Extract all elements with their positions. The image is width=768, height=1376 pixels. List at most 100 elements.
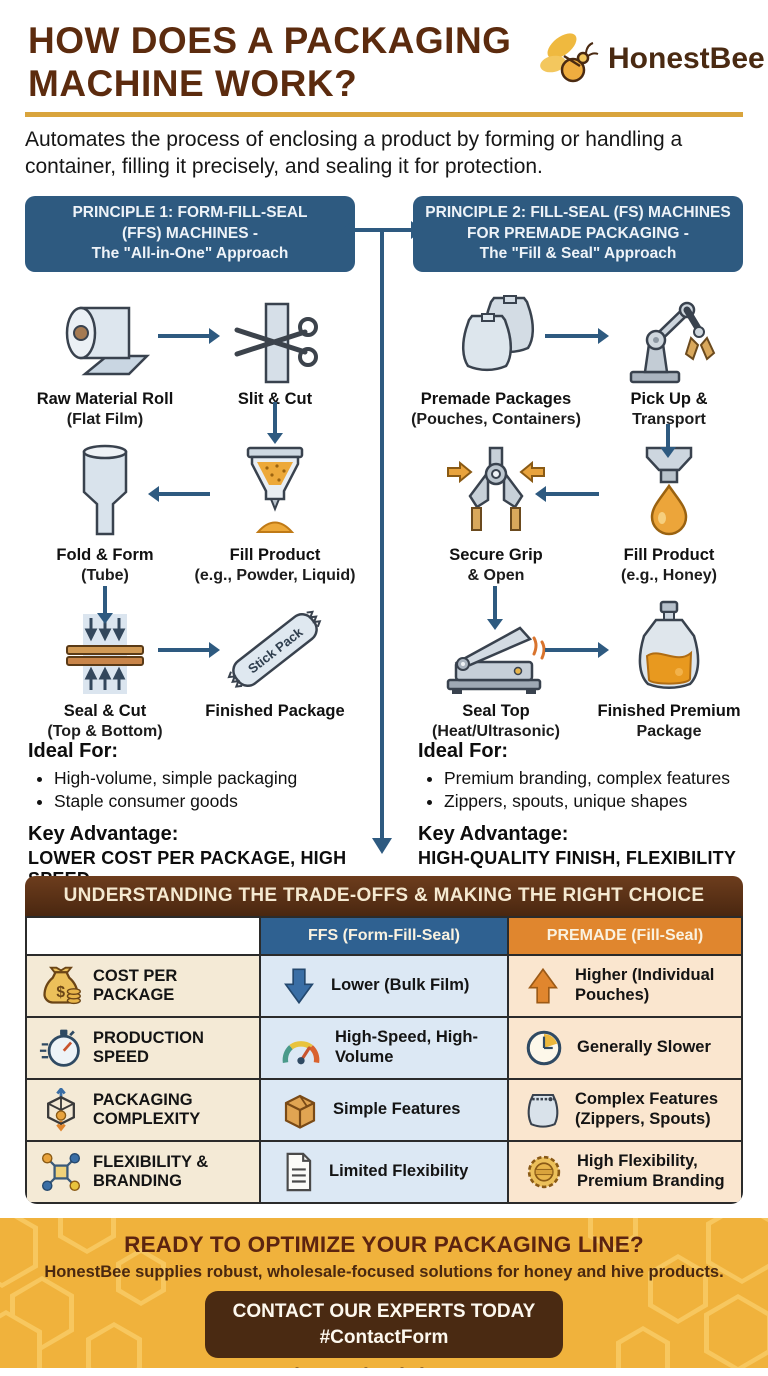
- flow-step-raw-material: Raw Material Roll (Flat Film): [20, 292, 190, 429]
- footer-content: READY TO OPTIMIZE YOUR PACKAGING LINE? H…: [0, 1218, 768, 1368]
- arrow-left-icon: [535, 486, 599, 502]
- arrow-right-icon: [545, 642, 609, 658]
- table-cell-complexity-premade: Complex Features (Zippers, Spouts): [509, 1080, 741, 1140]
- list-item: Premium branding, complex features: [444, 767, 768, 790]
- table-title: UNDERSTANDING THE TRADE-OFFS & MAKING TH…: [25, 876, 743, 916]
- gold-divider: [25, 112, 743, 117]
- flow-step-finished-premium: Finished Premium Package: [580, 600, 758, 741]
- flow-step-premade-packages: Premade Packages (Pouches, Containers): [407, 292, 585, 429]
- flow-step-fold-form: Fold & Form (Tube): [20, 444, 190, 585]
- principle-2-line1: PRINCIPLE 2: FILL-SEAL (FS) MACHINES: [425, 204, 731, 222]
- table-corner-cell: [27, 918, 259, 954]
- ideal-for-list: Premium branding, complex features Zippe…: [422, 767, 768, 813]
- principle-1-line1: PRINCIPLE 1: FORM-FILL-SEAL: [72, 204, 308, 222]
- table-row-label-speed: PRODUCTION SPEED: [27, 1018, 259, 1078]
- website-link[interactable]: honestbeeltd.com: [0, 1365, 768, 1368]
- scissors-icon: [190, 292, 360, 386]
- table-col-header-premade: PREMADE (Fill-Seal): [509, 918, 741, 954]
- brand-name: HonestBee: [608, 42, 765, 75]
- arrow-left-icon: [148, 486, 210, 502]
- film-roll-icon: [20, 292, 190, 386]
- honey-nozzle-icon: [580, 446, 758, 542]
- bee-icon: [540, 30, 604, 88]
- principle-1-line3: The "All-in-One" Approach: [91, 245, 289, 263]
- comparison-table: UNDERSTANDING THE TRADE-OFFS & MAKING TH…: [25, 876, 743, 1204]
- badge-icon: [523, 1151, 565, 1193]
- ideal-for-list: High-volume, simple packaging Staple con…: [32, 767, 380, 813]
- center-divider-arrowhead: [372, 838, 392, 854]
- footer-banner: READY TO OPTIMIZE YOUR PACKAGING LINE? H…: [0, 1218, 768, 1368]
- table-cell-complexity-ffs: Simple Features: [261, 1080, 507, 1140]
- brand-logo: HonestBee: [540, 30, 765, 88]
- page-title-line2: MACHINE WORK?: [28, 62, 358, 104]
- principle-2-line3: The "Fill & Seal" Approach: [479, 245, 677, 263]
- gripper-icon: [407, 446, 585, 542]
- arrow-right-icon: [158, 642, 220, 658]
- contact-button[interactable]: CONTACT OUR EXPERTS TODAY #ContactForm: [204, 1291, 564, 1359]
- fold-form-tube-icon: [20, 444, 190, 542]
- key-advantage-heading: Key Advantage:: [418, 823, 569, 846]
- stopwatch-icon: [39, 1026, 83, 1070]
- arrow-right-icon: [158, 328, 220, 344]
- table-cell-flexibility-ffs: Limited Flexibility: [261, 1142, 507, 1202]
- cardboard-box-icon: [279, 1089, 321, 1131]
- flow-step-pick-up-transport: Pick Up & Transport: [580, 292, 758, 429]
- intro-text: Automates the process of enclosing a pro…: [25, 128, 683, 178]
- table-cell-speed-premade: Generally Slower: [509, 1018, 741, 1078]
- arrow-down-icon: [660, 424, 676, 458]
- ideal-for-heading: Ideal For:: [418, 740, 509, 762]
- arrow-down-icon: [267, 402, 283, 444]
- branding-network-icon: [39, 1150, 83, 1194]
- table-row-label-cost: $ COST PER PACKAGE: [27, 956, 259, 1016]
- table-row-label-flexibility: FLEXIBILITY & BRANDING: [27, 1142, 259, 1202]
- flow-step-finished-package: Stick Pack Finished Package: [190, 604, 360, 722]
- complexity-cube-icon: [39, 1088, 83, 1132]
- table-col-header-ffs: FFS (Form-Fill-Seal): [261, 918, 507, 954]
- arrow-down-icon: [487, 586, 503, 630]
- principle-1-box: PRINCIPLE 1: FORM-FILL-SEAL (FFS) MACHIN…: [25, 196, 355, 272]
- list-item: High-volume, simple packaging: [54, 767, 380, 790]
- page-title-line1: HOW DOES A PACKAGING: [28, 20, 512, 61]
- up-arrow-icon: [523, 964, 563, 1008]
- principle-2-box: PRINCIPLE 2: FILL-SEAL (FS) MACHINES FOR…: [413, 196, 743, 272]
- ideal-for-left: Ideal For: High-volume, simple packaging…: [28, 740, 380, 890]
- contact-button-line1: CONTACT OUR EXPERTS TODAY: [232, 1301, 536, 1322]
- speedometer-icon: [279, 1028, 323, 1068]
- robot-arm-icon: [580, 292, 758, 386]
- table-cell-cost-ffs: Lower (Bulk Film): [261, 956, 507, 1016]
- premium-pouch-icon: [580, 600, 758, 698]
- svg-text:$: $: [56, 984, 65, 1001]
- table-grid: FFS (Form-Fill-Seal) PREMADE (Fill-Seal)…: [25, 916, 743, 1204]
- contact-button-line2: #ContactForm: [319, 1326, 449, 1348]
- clock-icon: [523, 1027, 565, 1069]
- center-divider-line: [380, 232, 384, 838]
- table-cell-speed-ffs: High-Speed, High-Volume: [261, 1018, 507, 1078]
- flow-step-slit-cut: Slit & Cut: [190, 292, 360, 410]
- flow-step-secure-grip: Secure Grip & Open: [407, 446, 585, 585]
- ideal-for-heading: Ideal For:: [28, 740, 119, 762]
- flow-step-seal-top: Seal Top (Heat/Ultrasonic): [407, 604, 585, 741]
- arrow-right-icon: [545, 328, 609, 344]
- key-advantage-text: HIGH-QUALITY FINISH, FLEXIBILITY: [418, 848, 737, 869]
- zipper-pouch-icon: [523, 1088, 563, 1132]
- flow-step-fill-product-left: Fill Product (e.g., Powder, Liquid): [190, 446, 360, 585]
- down-arrow-icon: [279, 964, 319, 1008]
- ideal-for-right: Ideal For: Premium branding, complex fea…: [418, 740, 768, 869]
- table-cell-cost-premade: Higher (Individual Pouches): [509, 956, 741, 1016]
- principle-2-line2: FOR PREMADE PACKAGING -: [467, 224, 689, 242]
- flow-step-fill-product-right: Fill Product (e.g., Honey): [580, 446, 758, 585]
- list-item: Zippers, spouts, unique shapes: [444, 790, 768, 813]
- list-item: Staple consumer goods: [54, 790, 380, 813]
- pouches-icon: [407, 292, 585, 386]
- arrow-down-icon: [97, 586, 113, 624]
- stick-pack-icon: Stick Pack: [190, 604, 360, 698]
- page-title: HOW DOES A PACKAGING MACHINE WORK?: [28, 20, 511, 106]
- seal-bars-icon: [20, 604, 190, 698]
- fill-powder-icon: [190, 446, 360, 542]
- key-advantage-heading: Key Advantage:: [28, 823, 179, 846]
- footer-subtext: HonestBee supplies robust, wholesale-foc…: [44, 1263, 724, 1281]
- document-icon: [279, 1150, 317, 1194]
- flow-step-seal-cut: Seal & Cut (Top & Bottom): [20, 604, 190, 741]
- compare-double-arrow: [341, 221, 423, 239]
- money-bag-icon: $: [39, 964, 83, 1008]
